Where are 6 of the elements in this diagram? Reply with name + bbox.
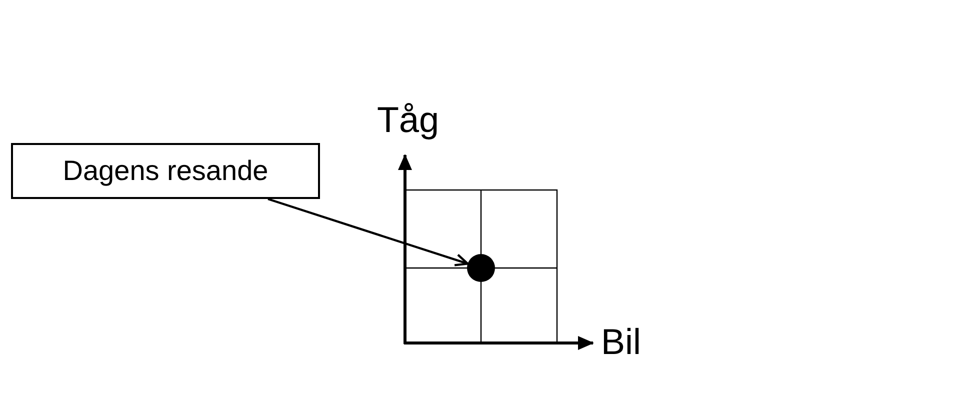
axis-label: Tåg: [377, 100, 440, 140]
arrow: [268, 198, 469, 266]
dot-icon: [467, 254, 495, 282]
axis-label: Bil: [601, 322, 642, 362]
callout-box: [11, 143, 320, 199]
callout-text: Dagens resande: [62, 156, 268, 186]
